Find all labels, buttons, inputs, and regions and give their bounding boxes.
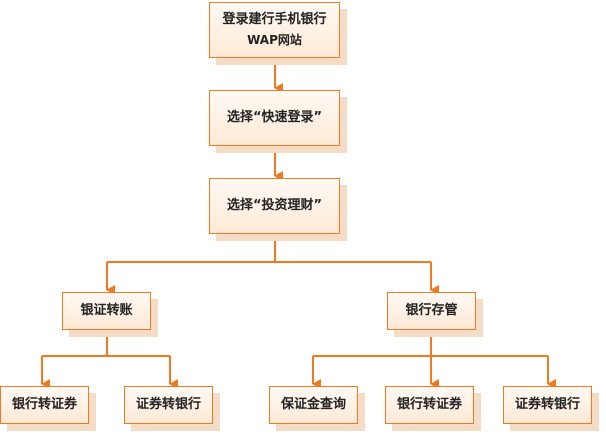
node-bank-custody: 银行存管 [387,292,476,330]
node-s2b-left-label: 证券转银行 [135,396,201,412]
node-s2b-right-label: 证券转银行 [514,396,580,412]
node-custody-label: 银行存管 [405,302,458,318]
node-securities-to-bank-left: 证券转银行 [124,386,213,424]
node-bank-to-securities-left: 银行转证券 [0,386,89,424]
node-quick-login-label: 选择“快速登录” [226,109,323,125]
node-bank-securities-label: 银证转账 [80,302,133,318]
node-margin-label: 保证金查询 [280,396,346,412]
node-quick-login: 选择“快速登录” [209,90,340,146]
node-invest: 选择“投资理财” [209,178,340,234]
node-login-wap: 登录建行手机银行 WAP网站 [209,2,340,58]
node-bank-securities-transfer: 银证转账 [62,292,151,330]
node-securities-to-bank-right: 证券转银行 [503,386,592,424]
node-margin-query: 保证金查询 [269,386,358,424]
node-login-line1: 登录建行手机银行 [222,12,327,27]
node-b2s-right-label: 银行转证券 [396,396,462,412]
node-bank-to-securities-right: 银行转证券 [385,386,474,424]
node-b2s-left-label: 银行转证券 [11,396,77,412]
node-login-line2: WAP网站 [247,32,302,47]
node-invest-label: 选择“投资理财” [226,197,323,213]
